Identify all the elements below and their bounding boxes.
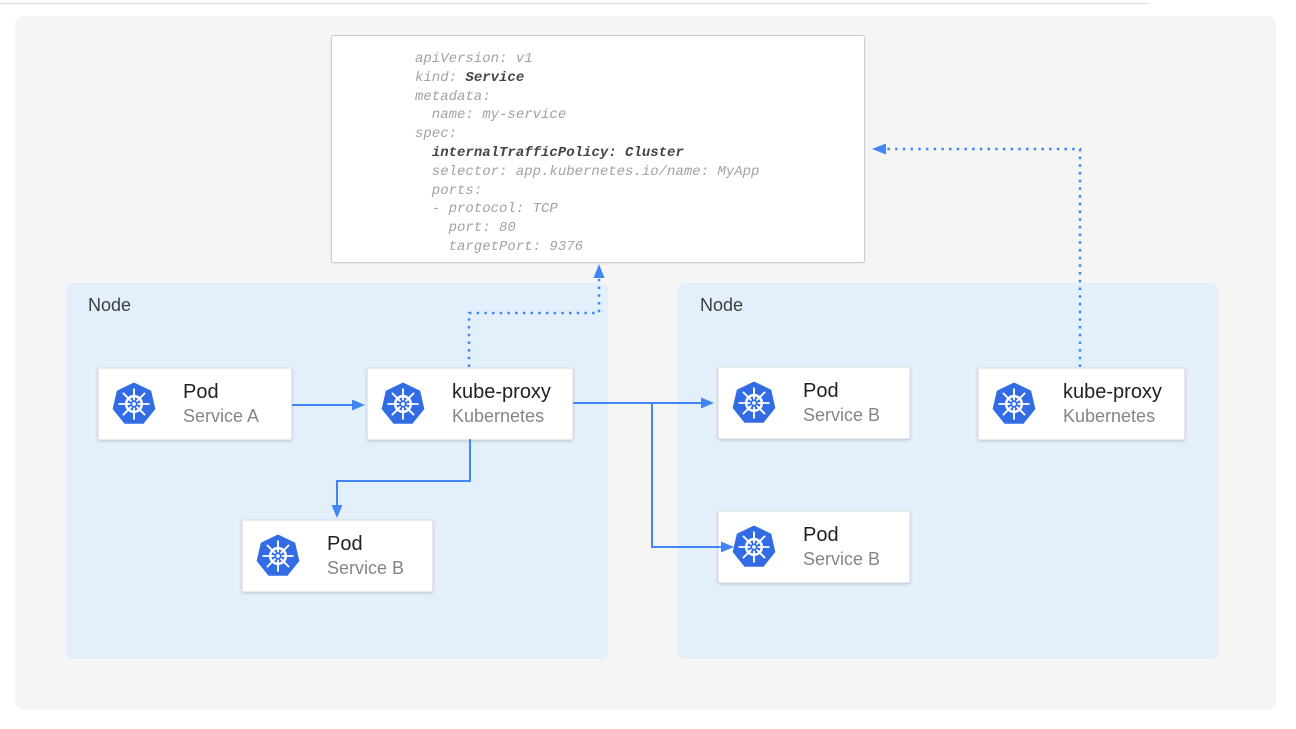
card-subtitle: Service A [183,406,260,426]
yaml-line: port: 80 [415,220,516,237]
yaml-line: selector: app.kubernetes.io/name: MyApp [415,163,760,180]
card-title: kube-proxy [1063,381,1162,403]
top-divider [0,3,1149,4]
card-pod-service-b-right-1: Pod Service B [718,367,910,439]
kubernetes-icon [992,382,1036,426]
kubernetes-icon [381,382,425,426]
card-kube-proxy-left: kube-proxy Kubernetes [367,368,573,440]
yaml-line: internalTrafficPolicy: Cluster [431,144,684,161]
card-subtitle: Service B [327,558,405,578]
card-title: Pod [183,381,219,403]
card-title: Pod [803,524,839,546]
yaml-line: ports: [415,182,483,199]
card-title: Pod [327,533,363,555]
card-title: Pod [803,380,839,402]
service-manifest-panel: apiVersion: v1 kind: Service metadata: n… [331,35,865,263]
kubernetes-icon [732,525,776,569]
kubernetes-icon [732,381,776,425]
card-pod-service-a: Pod Service A [98,368,292,440]
card-subtitle: Service B [803,549,881,569]
node-label: Node [700,295,744,315]
card-pod-service-b-left: Pod Service B [242,520,433,592]
node-box-right: Node [678,283,1218,659]
kubernetes-icon [256,534,300,578]
yaml-line: - protocol: TCP [415,201,558,218]
card-subtitle: Service B [803,405,881,425]
yaml-line: name: my-service [415,107,567,124]
yaml-line: apiVersion: v1 [415,51,533,67]
card-subtitle: Kubernetes [452,406,545,426]
card-title: kube-proxy [452,381,551,403]
card-pod-service-b-right-2: Pod Service B [718,511,910,583]
kubernetes-icon [112,382,156,426]
yaml-line: kind: Service [415,69,525,86]
node-box-left: Node [66,283,608,659]
node-label: Node [88,295,132,315]
card-kube-proxy-right: kube-proxy Kubernetes [978,368,1185,440]
yaml-line: spec: [415,126,458,143]
yaml-line: targetPort: 9376 [415,238,584,255]
yaml-line: metadata: [415,88,491,105]
card-subtitle: Kubernetes [1063,406,1156,426]
